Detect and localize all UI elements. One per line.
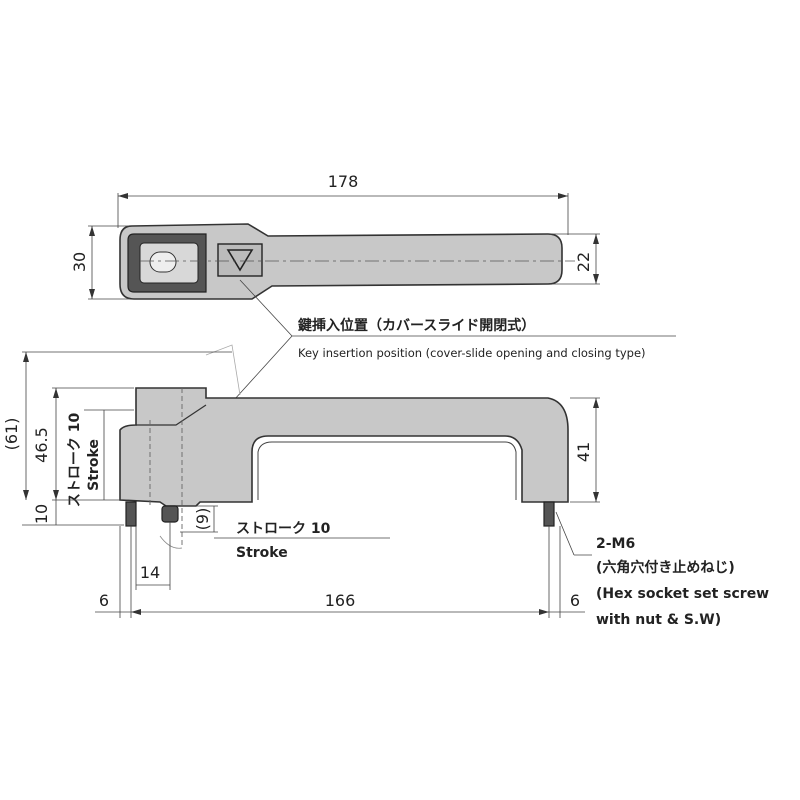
arrow-22-bottom [593, 274, 599, 284]
dim-10: 10 [32, 504, 51, 524]
plunger-phantom [159, 535, 183, 549]
arrow-30-bottom [89, 289, 95, 299]
handle-inner-contour [257, 441, 517, 500]
arrow-22-top [593, 234, 599, 244]
key-slot [149, 251, 177, 273]
arrow-46-bottom [53, 490, 59, 500]
leader-screw [555, 511, 575, 556]
screw-size: 2-M6 [596, 536, 635, 552]
dim-46-5: 46.5 [32, 427, 51, 463]
dim-6-right: 6 [570, 591, 580, 610]
dim-178: 178 [328, 172, 359, 191]
triangle-indicator-icon [226, 249, 254, 272]
stroke-label-jp: ストローク 10 [236, 521, 331, 537]
dim-9: (9) [193, 508, 212, 531]
arrow-61-top [23, 352, 29, 362]
lock-block-edge [136, 404, 207, 426]
dim-30: 30 [70, 252, 89, 272]
arrow-166-left [131, 609, 141, 615]
arrow-46-top [53, 388, 59, 398]
arrow-41-bottom [593, 492, 599, 502]
arrow-30-top [89, 226, 95, 236]
dim-61: (61) [2, 418, 21, 451]
arrow-left-178 [118, 193, 128, 199]
arrow-61-bottom [23, 490, 29, 500]
dim-41: 41 [574, 442, 593, 462]
arrow-right-178 [558, 193, 568, 199]
handle-side-outline [119, 387, 569, 507]
leader-key-side [233, 335, 293, 401]
stroke-vertical-en: Stroke [86, 439, 102, 491]
stroke-vertical-jp: ストローク 10 [67, 413, 83, 508]
dim-22: 22 [574, 252, 593, 272]
cover-phantom-outline [205, 344, 241, 396]
stroke-label-en: Stroke [236, 545, 288, 561]
dim-14: 14 [140, 563, 160, 582]
leader-key-top [239, 279, 293, 337]
plunger [161, 505, 179, 523]
screw-desc-jp: (六角穴付き止めねじ) [596, 559, 735, 576]
screw-desc-en-1: (Hex socket set screw [596, 586, 769, 602]
top-view: 178 30 22 [70, 172, 600, 300]
screw-desc-en-2: with nut & S.W) [596, 612, 721, 628]
arrow-41-top [593, 398, 599, 408]
dim-6-left: 6 [99, 591, 109, 610]
screw-callout: 2-M6 (六角穴付き止めねじ) (Hex socket set screw w… [555, 511, 769, 628]
side-view: (61) 46.5 ストローク 10 Stroke 10 41 (9) ストロー… [2, 351, 600, 618]
handle-top-outline [119, 223, 563, 300]
left-stud [125, 501, 137, 527]
dim-166: 166 [325, 591, 356, 610]
key-insertion-label-jp: 鍵挿入位置（カバースライド開閉式） [298, 317, 535, 334]
key-insertion-label-en: Key insertion position (cover-slide open… [298, 346, 646, 360]
key-insertion-callout: 鍵挿入位置（カバースライド開閉式） Key insertion position… [205, 279, 676, 401]
arrow-166-right [539, 609, 549, 615]
right-stud [543, 501, 555, 527]
